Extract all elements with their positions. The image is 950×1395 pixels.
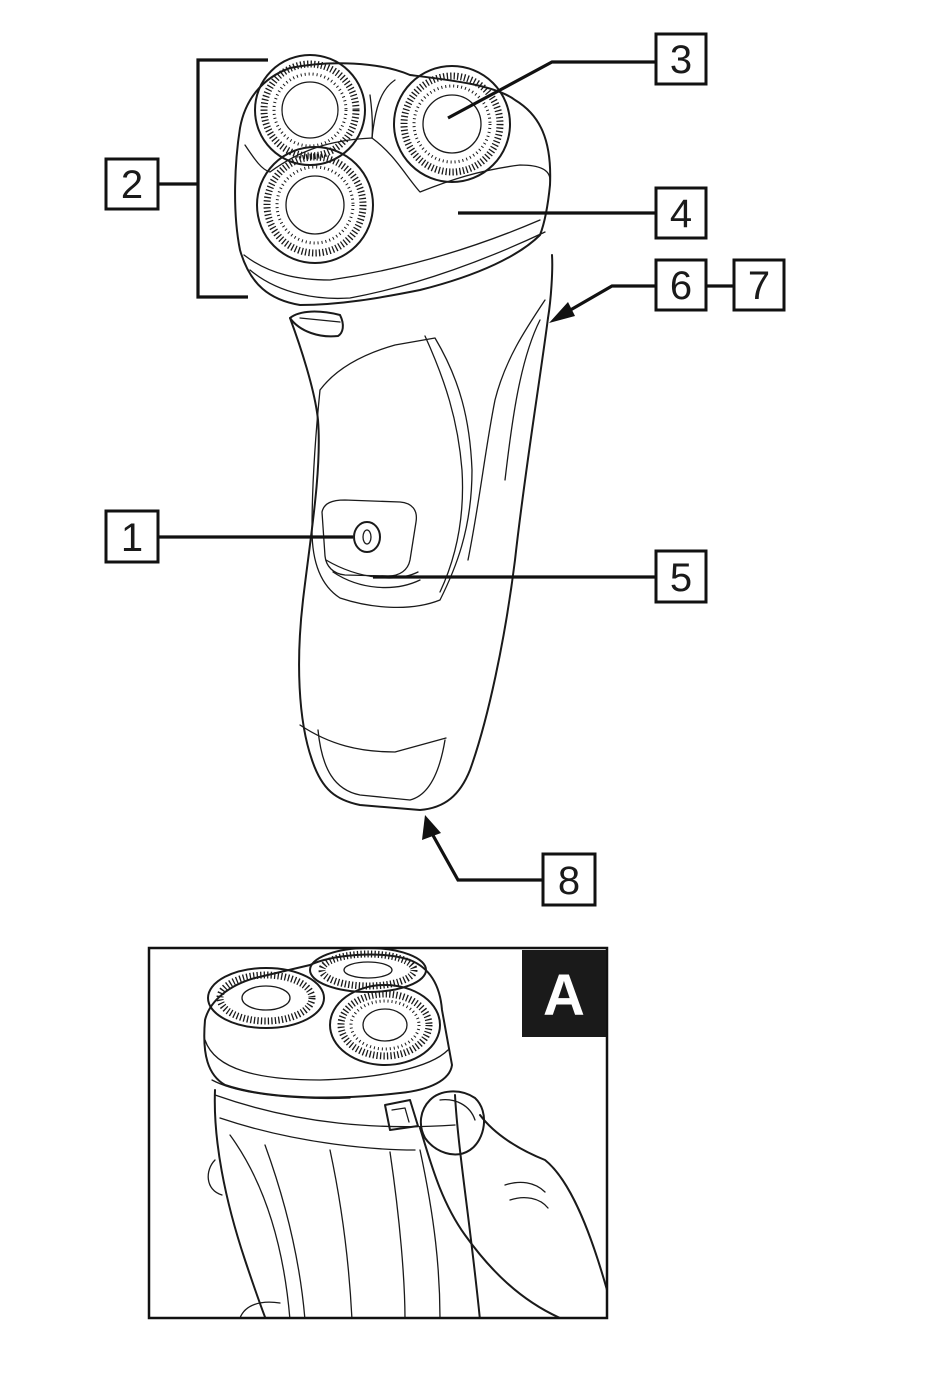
callouts: 2 3 4 6 7 1 5 8 xyxy=(106,34,784,905)
shaving-head-top-left xyxy=(255,55,365,165)
label-7: 7 xyxy=(748,264,770,308)
callout-line-6 xyxy=(560,286,656,316)
label-2: 2 xyxy=(121,163,143,207)
front-panel xyxy=(312,338,472,607)
inset-panel-a: A xyxy=(149,948,607,1330)
label-4: 4 xyxy=(670,192,692,236)
label-1: 1 xyxy=(121,516,143,560)
release-button[interactable] xyxy=(385,1100,418,1130)
label-5: 5 xyxy=(670,556,692,600)
arrow-6 xyxy=(549,302,575,323)
label-3: 3 xyxy=(670,38,692,82)
label-6: 6 xyxy=(670,264,692,308)
shaver-handle xyxy=(290,318,548,810)
hand xyxy=(420,1115,607,1318)
on-off-button[interactable] xyxy=(354,522,380,552)
callout-line-2 xyxy=(158,60,268,297)
callout-line-3 xyxy=(448,62,656,118)
bottom-cap xyxy=(318,730,445,800)
shaver-illustration xyxy=(235,63,552,810)
callout-line-8 xyxy=(430,830,543,880)
arrow-8 xyxy=(422,815,441,840)
inset-label: A xyxy=(543,963,585,1028)
shaving-head-top-right xyxy=(394,66,510,182)
label-8: 8 xyxy=(558,859,580,903)
